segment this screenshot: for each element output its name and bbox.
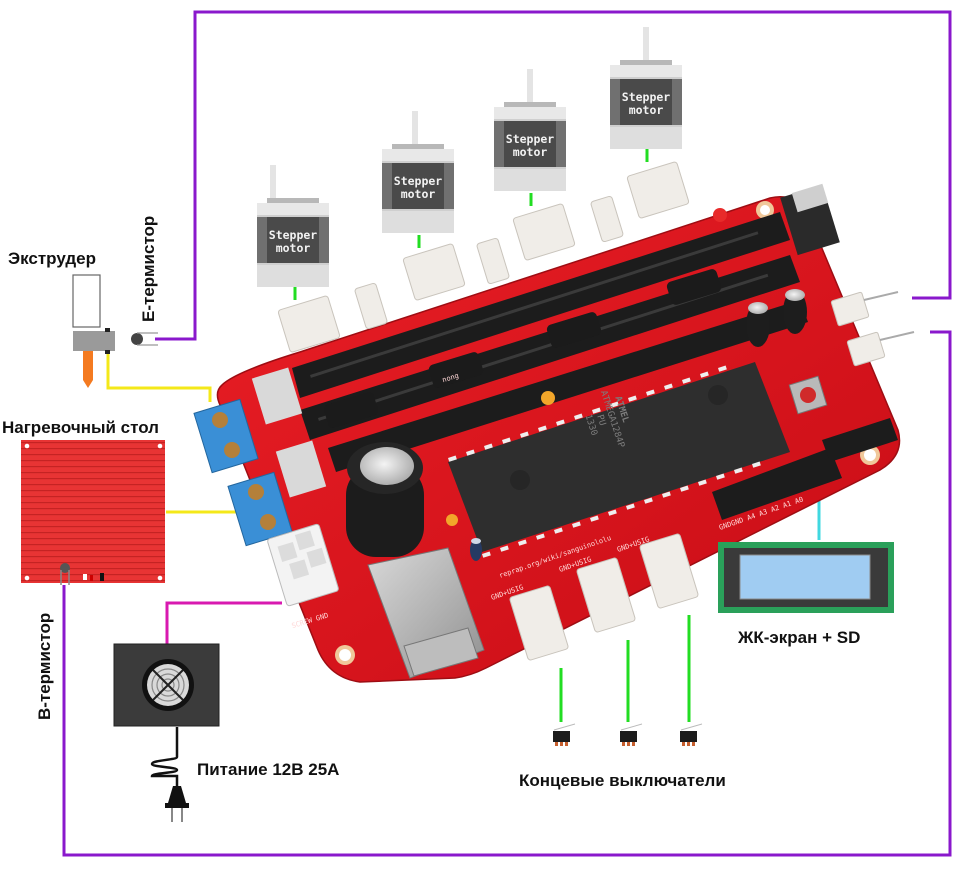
thermistor-connectors: [830, 291, 915, 367]
label-lcd: ЖК-экран + SD: [737, 628, 860, 647]
e-thermistor-icon: [131, 332, 158, 346]
inductors: nong: [323, 269, 722, 428]
screw-terminals: [193, 398, 293, 547]
endstop-switches: [553, 723, 703, 746]
controller-board: nong SCREW GND: [193, 183, 901, 683]
power-supply: [113, 643, 220, 822]
motor-label-line2: motor: [629, 103, 664, 117]
mosfets: [251, 183, 840, 498]
wire-e-thermistor: [155, 10, 952, 341]
endstop-switch-3: [680, 723, 703, 746]
stepper-motor-1: Stepper motor: [257, 165, 329, 287]
power-connector: SCREW GND: [267, 523, 339, 630]
wires: [62, 10, 952, 857]
label-power-supply: Питание 12В 25А: [197, 760, 339, 779]
driver-headers: [292, 212, 808, 472]
heated-bed: [21, 440, 165, 585]
motor-label-line1: Stepper: [622, 90, 671, 104]
label-extruder: Экструдер: [8, 249, 96, 268]
stepper-motor-3: Stepper motor: [494, 69, 566, 191]
wire-extruder-heater: [106, 350, 212, 402]
motor-label-line1: Stepper: [506, 132, 555, 146]
motor-label-line2: motor: [401, 187, 436, 201]
stepper-motor-4: Stepper motor: [610, 27, 682, 149]
endstop-switch-1: [553, 723, 576, 746]
motor-label-line1: Stepper: [394, 174, 443, 188]
usb-port: [367, 547, 485, 679]
motor-label-line2: motor: [276, 241, 311, 255]
b-thermistor-icon: [60, 563, 70, 585]
electrolytic-capacitor: [346, 442, 424, 557]
label-heated-bed: Нагревочный стол: [2, 418, 159, 437]
endstop-connectors: [509, 533, 699, 661]
stepper-motor-2: Stepper motor: [382, 111, 454, 233]
label-e-thermistor: E-термистор: [139, 216, 158, 322]
label-b-thermistor: B-термистор: [35, 613, 54, 720]
reset-button: [788, 375, 828, 415]
motor-label-line2: motor: [513, 145, 548, 159]
extruder: [72, 274, 115, 388]
extruder-motor-body: [72, 274, 101, 328]
extruder-heater-block: [73, 331, 115, 351]
fan-icon: [142, 659, 194, 711]
lcd-display: [718, 542, 894, 613]
wire-b-thermistor: [62, 330, 952, 857]
power-plug-icon: [150, 727, 189, 822]
motor-label-line1: Stepper: [269, 228, 318, 242]
label-endstops: Концевые выключатели: [519, 771, 726, 790]
small-capacitors: [446, 208, 807, 561]
endstop-switch-2: [620, 723, 643, 746]
extruder-nozzle: [83, 345, 93, 388]
chip-suffix: PU: [594, 414, 607, 427]
motor-connectors: [277, 161, 690, 353]
wire-power: [165, 601, 282, 645]
